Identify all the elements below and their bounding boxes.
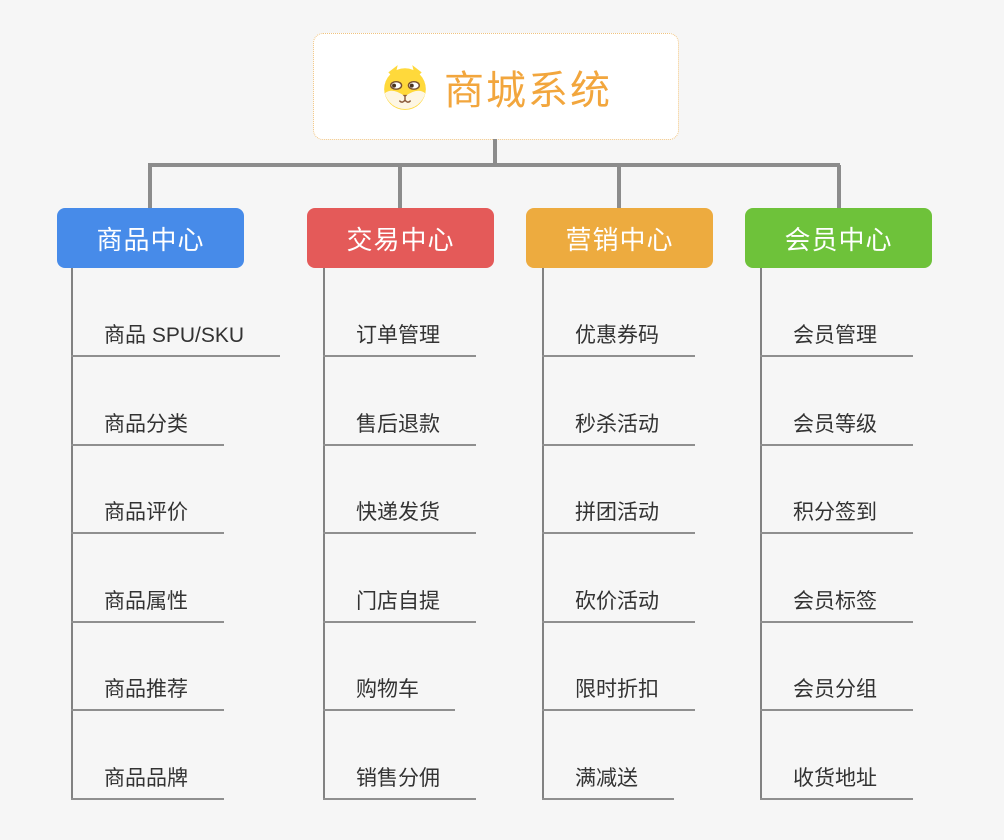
leaf-node[interactable]: 销售分佣 [323, 764, 476, 800]
branch-line [323, 268, 325, 800]
leaf-node[interactable]: 商品属性 [71, 587, 224, 623]
leaf-node[interactable]: 会员管理 [760, 321, 913, 357]
leaf-node[interactable]: 会员分组 [760, 675, 913, 711]
leaf-node[interactable]: 售后退款 [323, 410, 476, 446]
branch-node-members[interactable]: 会员中心 [745, 208, 932, 268]
branch-node-marketing[interactable]: 营销中心 [526, 208, 713, 268]
leaf-node[interactable]: 商品分类 [71, 410, 224, 446]
leaf-node[interactable]: 秒杀活动 [542, 410, 695, 446]
leaf-node[interactable]: 积分签到 [760, 498, 913, 534]
leaf-node[interactable]: 会员等级 [760, 410, 913, 446]
leaf-node[interactable]: 砍价活动 [542, 587, 695, 623]
leaf-node[interactable]: 优惠券码 [542, 321, 695, 357]
leaf-node[interactable]: 会员标签 [760, 587, 913, 623]
shiba-dog-icon [384, 64, 426, 110]
branch-connector-stem [398, 165, 402, 209]
root-title: 商城系统 [444, 68, 612, 113]
leaf-node[interactable]: 收货地址 [760, 764, 913, 800]
leaf-node[interactable]: 商品 SPU/SKU [71, 321, 281, 357]
branch-line [71, 268, 73, 800]
leaf-node[interactable]: 拼团活动 [542, 498, 695, 534]
branch-line [760, 268, 762, 800]
connector-trunk [148, 163, 840, 167]
branch-connector-stem [148, 165, 152, 209]
root-node[interactable]: 商城系统 [313, 33, 679, 140]
root-connector-stem [493, 139, 497, 165]
branch-node-trade[interactable]: 交易中心 [307, 208, 494, 268]
leaf-node[interactable]: 订单管理 [323, 321, 476, 357]
leaf-node[interactable]: 商品评价 [71, 498, 224, 534]
branch-connector-stem [617, 165, 621, 209]
branch-node-products[interactable]: 商品中心 [57, 208, 244, 268]
leaf-node[interactable]: 限时折扣 [542, 675, 695, 711]
leaf-node[interactable]: 门店自提 [323, 587, 476, 623]
leaf-node[interactable]: 商品品牌 [71, 764, 224, 800]
leaf-node[interactable]: 满减送 [542, 764, 674, 800]
branch-connector-stem [837, 165, 841, 209]
leaf-node[interactable]: 商品推荐 [71, 675, 224, 711]
leaf-node[interactable]: 快递发货 [323, 498, 476, 534]
leaf-node[interactable]: 购物车 [323, 675, 455, 711]
branch-line [542, 268, 544, 800]
